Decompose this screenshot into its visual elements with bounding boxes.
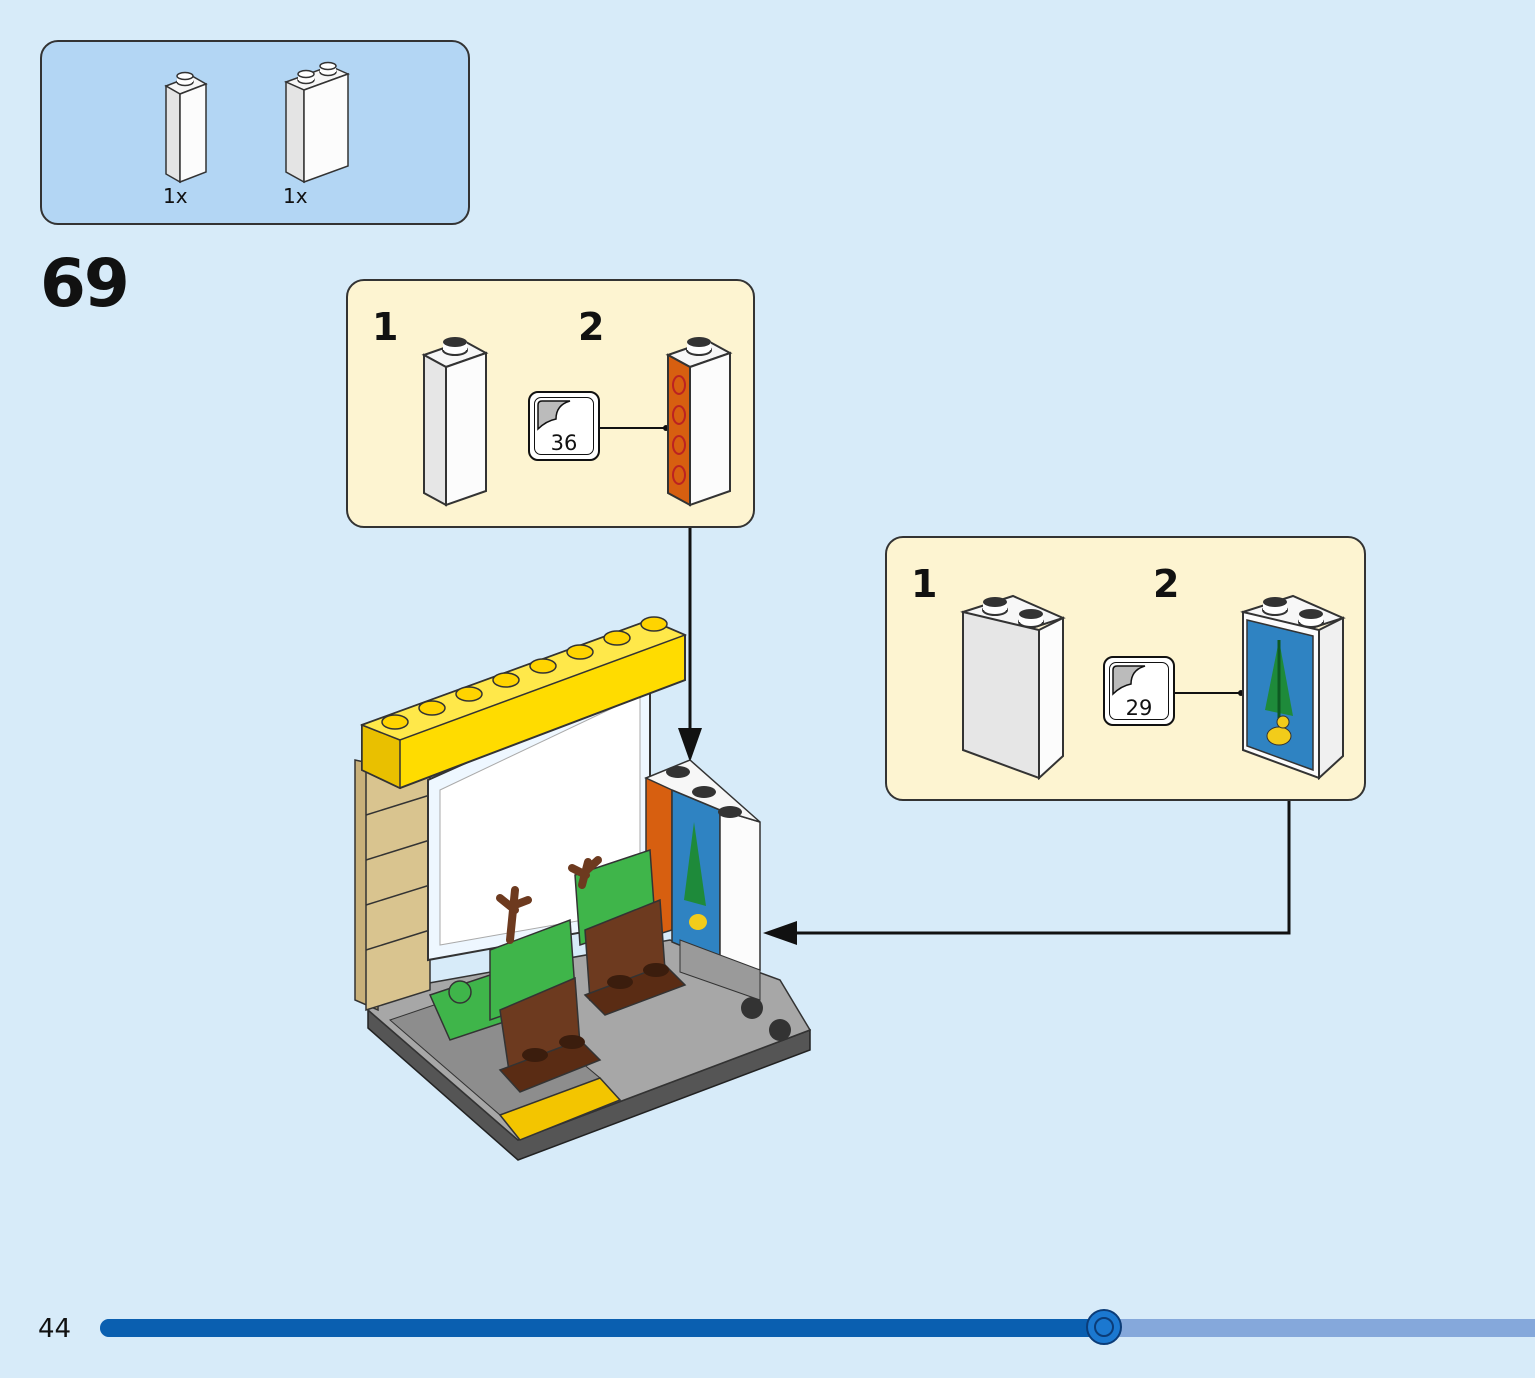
white-brick-1x1x3-image [164, 71, 208, 184]
part-quantity: 1x [283, 184, 308, 208]
arrow-a [678, 528, 702, 762]
main-build-model-image [354, 616, 812, 1161]
parts-list-panel: 1x 1x [40, 40, 470, 225]
sticker-sheet-icon [537, 400, 571, 431]
brick-with-tree-sticker-image [1240, 594, 1346, 780]
sticker-number: 29 [1125, 696, 1153, 720]
sticker-number: 36 [550, 431, 578, 455]
progress-track [100, 1319, 1535, 1337]
substep-2-number: 2 [1153, 562, 1180, 606]
substep-2-number: 2 [578, 305, 605, 349]
white-brick-1x1x3-image [421, 337, 489, 507]
sticker-sheet-icon [1112, 665, 1146, 696]
white-brick-1x2x3-image [283, 61, 351, 184]
subassembly-b-callout: 1 2 29 [885, 536, 1366, 801]
white-brick-1x2x3-image [960, 594, 1066, 780]
subassembly-a-callout: 1 2 36 [346, 279, 755, 528]
substep-1-number: 1 [911, 562, 938, 606]
progress-knob[interactable] [1086, 1309, 1122, 1345]
brick-with-orange-sticker-image [665, 337, 733, 507]
substep-1-number: 1 [372, 305, 399, 349]
part-quantity: 1x [163, 184, 188, 208]
page-number: 44 [38, 1314, 72, 1344]
arrow-b [763, 801, 1291, 945]
progress-fill [100, 1319, 1104, 1337]
sticker-reference: 29 [1103, 656, 1175, 726]
step-number: 69 [40, 245, 130, 322]
sticker-reference: 36 [528, 391, 600, 461]
